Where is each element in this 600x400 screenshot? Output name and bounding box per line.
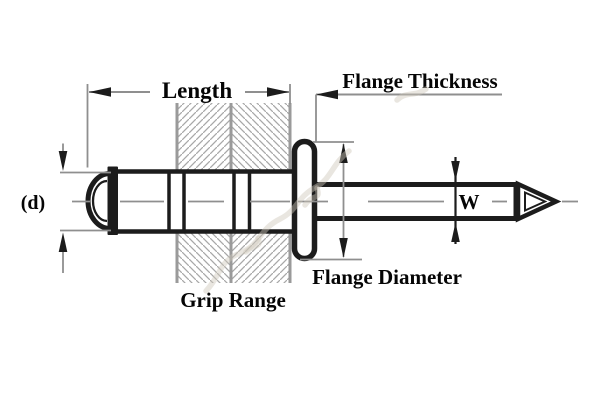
right-plate-upper-hatch [231, 103, 290, 171]
arrow-up-icon [58, 232, 68, 252]
rivet-flange [291, 138, 318, 262]
mandrel-diameter-label: W [459, 190, 480, 214]
arrow-down-icon [451, 161, 460, 181]
arrow-down-icon [339, 238, 348, 258]
arrow-right-icon [267, 87, 289, 97]
flange-thickness-dimension: Flange Thickness [313, 69, 502, 143]
mandrel-head [85, 166, 118, 235]
left-plate-lower-hatch [177, 232, 231, 283]
watermark [203, 86, 429, 294]
arrow-up-icon [451, 222, 460, 242]
arrow-left-icon [316, 89, 338, 100]
mandrel-diameter-dimension: W [451, 157, 480, 244]
rivet-head-collar [107, 166, 118, 235]
flange-diameter-dimension: Flange Diameter [300, 143, 462, 289]
mandrel-point-inner-line [524, 190, 548, 213]
arrow-up-icon [339, 143, 348, 163]
body-diameter-dimension: (d) [21, 143, 111, 273]
body-diameter-label: (d) [21, 192, 45, 214]
left-plate-upper-hatch [177, 103, 231, 171]
length-label: Length [162, 78, 233, 103]
flange-thickness-label: Flange Thickness [342, 69, 497, 93]
mandrel-point [515, 180, 562, 223]
grip-range-label: Grip Range [180, 288, 286, 312]
right-plate-lower-hatch [231, 232, 290, 283]
mandrel-head-dome [85, 170, 113, 232]
length-dimension: Length [86, 78, 291, 168]
arrow-left-icon [89, 87, 111, 97]
mandrel-head-inner-line [91, 179, 108, 223]
arrow-down-icon [58, 151, 68, 171]
flange-diameter-label: Flange Diameter [312, 265, 462, 289]
